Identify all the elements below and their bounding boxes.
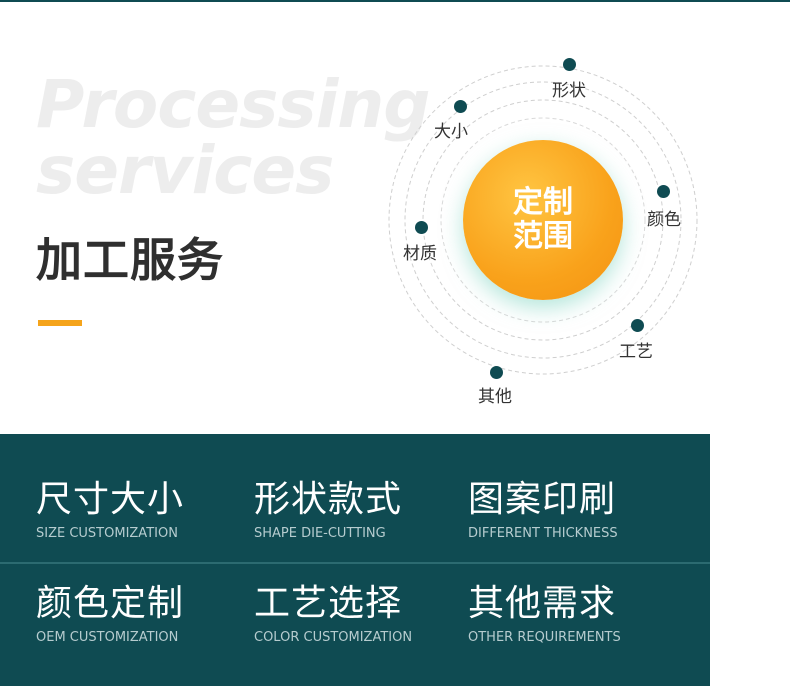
panel-divider: [0, 562, 710, 564]
feature-subtitle: SHAPE DIE-CUTTING: [254, 526, 386, 541]
orbit-dot-material: [415, 221, 428, 234]
feature-subtitle: SIZE CUSTOMIZATION: [36, 526, 178, 541]
orbit-rings: [388, 65, 698, 375]
orbit-dot-color: [657, 185, 670, 198]
feature-subtitle: COLOR CUSTOMIZATION: [254, 630, 413, 645]
hub-line-1: 定制: [513, 185, 573, 220]
feature-title: 工艺选择: [254, 583, 403, 624]
feature-color: 颜色定制 OEM CUSTOMIZATION: [36, 583, 185, 646]
feature-title: 形状款式: [254, 479, 403, 520]
orbit-label-material: 材质: [403, 244, 437, 264]
feature-title: 其他需求: [468, 583, 617, 624]
orbit-dot-size: [454, 100, 467, 113]
feature-subtitle: OEM CUSTOMIZATION: [36, 630, 179, 645]
feature-title: 颜色定制: [36, 583, 185, 624]
feature-subtitle: DIFFERENT THICKNESS: [468, 526, 618, 541]
feature-craft: 工艺选择 COLOR CUSTOMIZATION: [254, 583, 413, 646]
feature-title: 图案印刷: [468, 479, 617, 520]
orbit-label-shape: 形状: [552, 81, 586, 101]
orbit-label-craft: 工艺: [619, 342, 653, 362]
feature-size: 尺寸大小 SIZE CUSTOMIZATION: [36, 479, 185, 542]
top-rule: [0, 0, 790, 2]
feature-printing: 图案印刷 DIFFERENT THICKNESS: [468, 479, 618, 542]
feature-title: 尺寸大小: [36, 479, 185, 520]
watermark-text: Processing services: [36, 66, 431, 209]
orbit-label-size: 大小: [434, 122, 468, 142]
orbit-label-other: 其他: [478, 387, 512, 407]
watermark-line-1: Processing: [36, 66, 431, 143]
title-accent-bar: [38, 320, 82, 326]
orbit-label-color: 颜色: [647, 210, 681, 230]
feature-subtitle: OTHER REQUIREMENTS: [468, 630, 621, 645]
orbit-dot-other: [490, 366, 503, 379]
watermark-line-2: services: [36, 132, 334, 209]
feature-other: 其他需求 OTHER REQUIREMENTS: [468, 583, 621, 646]
orbit-dot-craft: [631, 319, 644, 332]
feature-panel: 尺寸大小 SIZE CUSTOMIZATION 形状款式 SHAPE DIE-C…: [0, 434, 710, 686]
hub-line-2: 范围: [513, 219, 573, 254]
customization-scope-hub: 定制 范围: [463, 140, 623, 300]
feature-shape: 形状款式 SHAPE DIE-CUTTING: [254, 479, 403, 542]
orbit-dot-shape: [563, 58, 576, 71]
section-title: 加工服务: [36, 233, 224, 287]
